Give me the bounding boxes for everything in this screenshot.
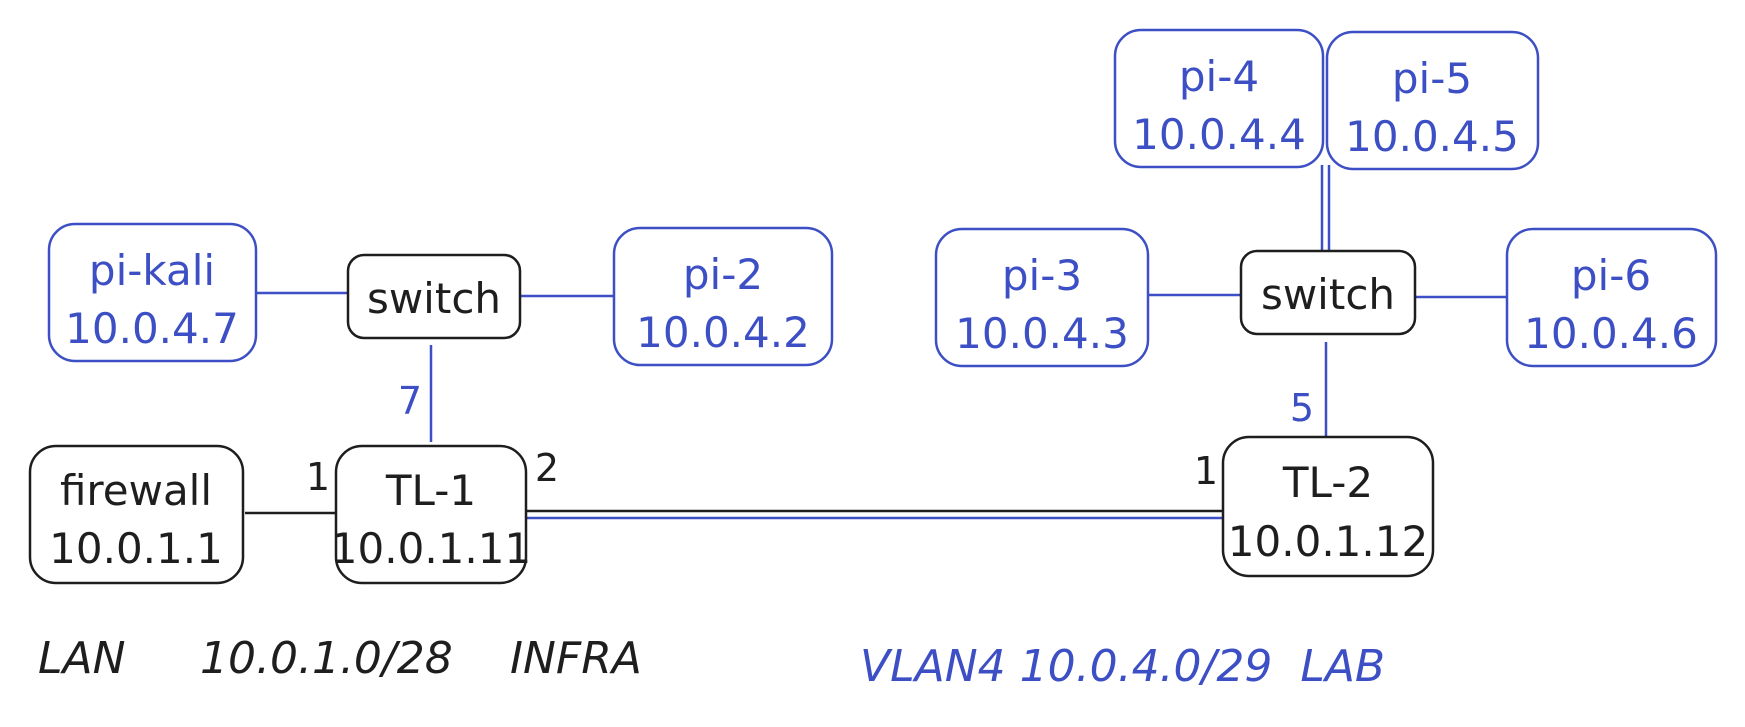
node-tl2-name: TL-2 — [1282, 458, 1373, 507]
node-pi-kali: pi-kali 10.0.4.7 — [47, 222, 258, 363]
node-pi-3-name: pi-3 — [1002, 251, 1082, 300]
footer-lan-label: INFRA — [510, 633, 642, 684]
node-firewall: firewall 10.0.1.1 — [28, 444, 245, 585]
node-pi-4: pi-4 10.0.4.4 — [1113, 28, 1325, 169]
node-switch-left-name: switch — [367, 274, 501, 323]
node-switch-right: switch — [1239, 249, 1417, 336]
node-firewall-name: firewall — [60, 466, 212, 515]
port-labels: 1 2 7 1 5 — [306, 379, 1314, 499]
footer: LAN 10.0.1.0/28 INFRA VLAN4 10.0.4.0/29 … — [38, 633, 1385, 692]
node-pi-6-name: pi-6 — [1571, 251, 1651, 300]
footer-vlan: VLAN4 10.0.4.0/29 LAB — [860, 641, 1385, 692]
port-tl2-trunk: 1 — [1194, 449, 1218, 493]
node-pi-4-name: pi-4 — [1179, 52, 1259, 101]
node-tl1-name: TL-1 — [385, 466, 476, 515]
port-tl2-switch: 5 — [1290, 386, 1314, 430]
node-switch-right-name: switch — [1261, 270, 1395, 319]
node-pi-3-ip: 10.0.4.3 — [955, 309, 1129, 358]
node-pi-2-name: pi-2 — [683, 250, 763, 299]
port-tl1-trunk: 2 — [535, 446, 559, 490]
node-tl1-ip: 10.0.1.11 — [331, 524, 531, 573]
footer-lan-name: LAN — [38, 633, 126, 684]
node-pi-2-ip: 10.0.4.2 — [636, 308, 810, 357]
node-pi-5-ip: 10.0.4.5 — [1345, 112, 1519, 161]
node-tl2: TL-2 10.0.1.12 — [1221, 435, 1435, 578]
port-tl1-switch: 7 — [398, 379, 422, 423]
node-firewall-ip: 10.0.1.1 — [49, 524, 223, 573]
node-pi-3: pi-3 10.0.4.3 — [934, 227, 1150, 368]
node-pi-4-ip: 10.0.4.4 — [1132, 110, 1306, 159]
node-pi-2: pi-2 10.0.4.2 — [612, 226, 834, 367]
connections — [245, 165, 1507, 520]
node-pi-kali-ip: 10.0.4.7 — [65, 304, 239, 353]
port-tl1-firewall: 1 — [306, 455, 330, 499]
node-pi-kali-name: pi-kali — [89, 246, 215, 295]
node-pi-6: pi-6 10.0.4.6 — [1505, 227, 1718, 368]
node-pi-5: pi-5 10.0.4.5 — [1325, 30, 1540, 171]
node-switch-left: switch — [346, 253, 522, 340]
node-tl1: TL-1 10.0.1.11 — [331, 444, 531, 585]
node-pi-6-ip: 10.0.4.6 — [1524, 309, 1698, 358]
node-pi-5-name: pi-5 — [1392, 54, 1472, 103]
node-tl2-ip: 10.0.1.12 — [1228, 517, 1428, 566]
footer-lan-subnet: 10.0.1.0/28 — [200, 633, 453, 684]
